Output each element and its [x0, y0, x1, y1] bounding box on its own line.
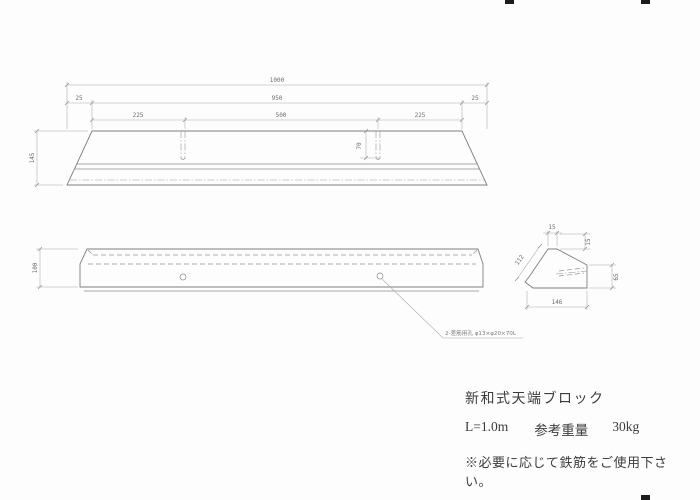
section-outline: [524, 248, 588, 289]
plan-block-outline: [79, 248, 484, 288]
product-length: L=1.0m: [465, 419, 509, 434]
dowel-hole-right-centerline: [375, 131, 381, 160]
dim-section-face: 65: [613, 273, 620, 281]
dim-segment-left: 225: [133, 112, 144, 119]
section-view: 15 15 112 65 146: [514, 224, 620, 310]
dim-block-height: 145: [29, 152, 36, 163]
plan-hole-right: [376, 272, 384, 280]
section-dimension-lines: [516, 232, 613, 308]
section-hole-hidden-lines: [555, 267, 588, 277]
plan-view: 100 2-差筋用孔 φ13×φ20×70L: [32, 248, 523, 339]
dim-segment-center: 500: [276, 112, 287, 119]
dim-section-bottom: 146: [552, 299, 563, 306]
plan-dimension-lines: [36, 248, 78, 288]
front-elevation-view: 1000 25 950 25 225 500 225 145 70: [29, 77, 488, 186]
front-dimension-lines: [36, 84, 487, 185]
section-extension-lines: [526, 231, 616, 310]
weight-value: 30kg: [612, 419, 640, 434]
plan-hidden-corner-left: [87, 249, 94, 256]
spec-line: L=1.0m 参考重量 30kg: [465, 419, 685, 439]
front-block-outline: [66, 130, 488, 186]
dim-end-right: 25: [471, 95, 479, 102]
rebar-note: ※必要に応じて鉄筋をご使用下さい。: [465, 455, 668, 489]
dim-section-top-drop: 15: [585, 238, 592, 246]
plan-hidden-corner-right: [471, 249, 478, 256]
weight-label: 参考重量: [534, 423, 589, 438]
title-block: 新和式天端ブロック L=1.0m 参考重量 30kg ※必要に応じて鉄筋をご使用…: [465, 388, 685, 490]
dim-total-length: 1000: [270, 77, 285, 84]
front-extension-lines: [34, 82, 488, 186]
dim-section-top-flat: 15: [548, 224, 556, 231]
hole-note-leader: [381, 278, 523, 339]
dimension-ticks: [34, 82, 615, 310]
dim-inner-length: 950: [272, 95, 283, 102]
dim-segment-right: 225: [415, 112, 426, 119]
dim-section-slope: 112: [514, 253, 526, 266]
registration-mark-bottom-right: [641, 495, 650, 500]
registration-mark-top-right: [641, 0, 650, 4]
product-name: 新和式天端ブロック: [465, 392, 605, 407]
dowel-hole-left-centerline: [180, 131, 186, 160]
dim-hole-depth: 70: [356, 142, 363, 150]
hole-note-text: 2-差筋用孔 φ13×φ20×70L: [445, 329, 517, 337]
dim-plan-width: 100: [32, 262, 39, 273]
registration-mark-top-left: [505, 0, 514, 4]
dim-end-left: 25: [75, 95, 83, 102]
plan-hole-left: [179, 273, 187, 281]
